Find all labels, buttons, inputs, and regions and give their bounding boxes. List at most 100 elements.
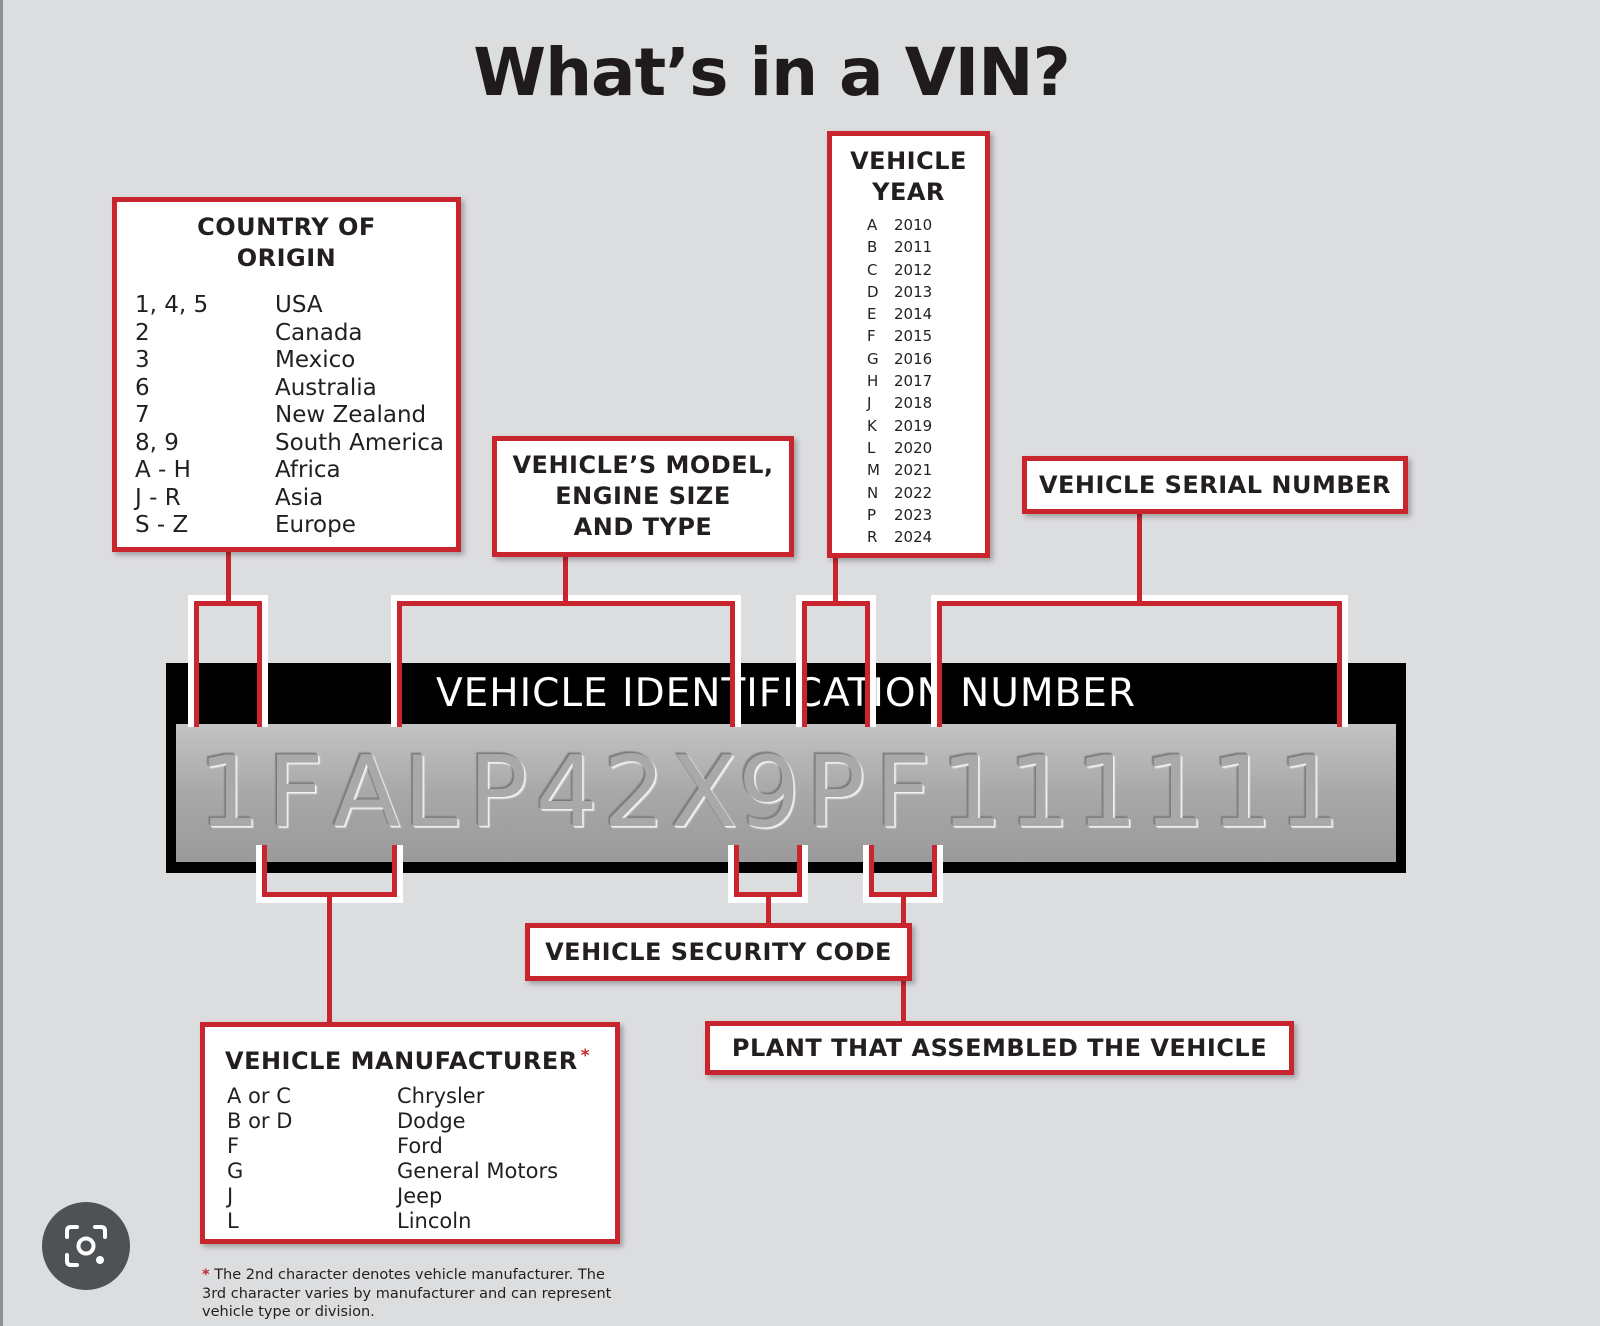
country-code: 6 bbox=[135, 374, 150, 401]
model-engine-heading-line: ENGINE SIZE bbox=[555, 482, 731, 510]
serial-number-box: VEHICLE SERIAL NUMBER bbox=[1022, 456, 1408, 514]
vin-char: X bbox=[670, 736, 738, 850]
vin-char: F bbox=[267, 736, 324, 850]
year-code: R bbox=[867, 528, 878, 547]
vehicle-year-bracket bbox=[801, 601, 870, 727]
vin-char: 9 bbox=[738, 736, 801, 850]
country-code: 8, 9 bbox=[135, 429, 179, 456]
page-title: What’s in a VIN? bbox=[473, 34, 1070, 111]
year-row: J 2018 bbox=[867, 392, 932, 414]
year-code: D bbox=[867, 282, 879, 301]
country-code: S - Z bbox=[135, 512, 189, 538]
year-code: A bbox=[867, 216, 878, 234]
country-value: USA bbox=[275, 292, 323, 318]
year-code: E bbox=[867, 305, 877, 324]
year-row: D 2013 bbox=[867, 281, 932, 303]
footnote-text: The 2nd character denotes vehicle manufa… bbox=[202, 1267, 612, 1320]
vin-char: F bbox=[874, 736, 932, 850]
model-engine-heading-line: AND TYPE bbox=[573, 513, 713, 541]
manufacturer-value: Lincoln bbox=[397, 1209, 472, 1233]
year-value: 2013 bbox=[894, 282, 933, 301]
vin-char: P bbox=[805, 736, 866, 850]
manufacturer-heading: VEHICLE MANUFACTURER* bbox=[225, 1041, 615, 1076]
manufacturer-code: F bbox=[227, 1134, 240, 1158]
manufacturer-code: A or C bbox=[227, 1084, 291, 1108]
vehicle-year-connector bbox=[833, 558, 838, 606]
year-value: 2011 bbox=[894, 238, 933, 257]
year-code: P bbox=[867, 505, 877, 524]
vin-char: 2 bbox=[603, 736, 666, 850]
visual-search-button[interactable] bbox=[42, 1202, 130, 1290]
vehicle-year-heading-line: VEHICLE bbox=[850, 147, 967, 175]
page-edge bbox=[0, 0, 3, 1326]
vin-char: 1 bbox=[1210, 736, 1273, 850]
country-row: J - R Asia bbox=[135, 485, 444, 513]
vin-char: 1 bbox=[1075, 736, 1138, 850]
country-code: 3 bbox=[135, 347, 150, 373]
country-of-origin-bracket bbox=[194, 601, 262, 727]
year-value: 2010 bbox=[894, 216, 933, 234]
model-engine-connector bbox=[563, 557, 568, 606]
manufacturer-heading-text: VEHICLE MANUFACTURER bbox=[225, 1047, 578, 1075]
manufacturer-bracket bbox=[261, 845, 397, 897]
vin-char: P bbox=[468, 736, 528, 850]
year-code: F bbox=[867, 327, 876, 346]
vin-char: 4 bbox=[535, 736, 598, 850]
year-code: B bbox=[867, 238, 878, 257]
vin-char: A bbox=[333, 736, 401, 850]
manufacturer-value: Ford bbox=[397, 1134, 443, 1158]
country-value: Asia bbox=[275, 484, 324, 511]
country-value: Africa bbox=[275, 457, 341, 483]
country-code: 7 bbox=[135, 402, 150, 428]
manufacturer-row: F Ford bbox=[227, 1134, 558, 1159]
assembly-plant-bracket bbox=[869, 845, 937, 897]
country-code: 2 bbox=[135, 319, 150, 346]
vin-char: 1 bbox=[1008, 736, 1071, 850]
year-value: 2024 bbox=[894, 528, 933, 547]
security-code-box: VEHICLE SECURITY CODE bbox=[525, 923, 912, 981]
year-code: J bbox=[867, 394, 872, 413]
year-value: 2018 bbox=[894, 394, 933, 413]
year-code: K bbox=[867, 416, 877, 435]
year-row: B 2011 bbox=[867, 236, 932, 258]
manufacturer-value: Dodge bbox=[397, 1109, 466, 1133]
serial-number-bracket bbox=[936, 601, 1342, 727]
manufacturer-value: Jeep bbox=[397, 1184, 443, 1208]
country-row: A - H Africa bbox=[135, 457, 444, 485]
country-code: J - R bbox=[135, 484, 181, 511]
vin-plate-label: VEHICLE IDENTIFICATION NUMBER bbox=[435, 671, 1137, 716]
footnote: * The 2nd character denotes vehicle manu… bbox=[202, 1266, 622, 1322]
year-value: 2019 bbox=[894, 416, 933, 435]
year-row: R 2024 bbox=[867, 526, 932, 548]
country-code: A - H bbox=[135, 457, 191, 483]
footnote-asterisk: * bbox=[202, 1267, 210, 1283]
year-code: M bbox=[867, 461, 880, 480]
year-row: K 2019 bbox=[867, 415, 932, 437]
manufacturer-value: General Motors bbox=[397, 1159, 559, 1183]
model-engine-bracket bbox=[396, 601, 735, 727]
vin-char: 1 bbox=[940, 736, 1003, 850]
assembly-plant-box: PLANT THAT ASSEMBLED THE VEHICLE bbox=[705, 1021, 1294, 1075]
serial-number-connector bbox=[1136, 514, 1142, 606]
